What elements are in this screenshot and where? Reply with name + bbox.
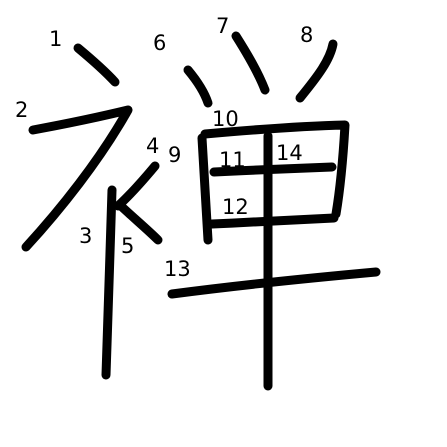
stroke-5 bbox=[117, 202, 163, 245]
stroke-8 bbox=[295, 39, 338, 103]
stroke-number-7: 7 bbox=[216, 14, 229, 38]
stroke-6 bbox=[183, 65, 213, 108]
stroke-number-11: 11 bbox=[219, 148, 246, 172]
stroke-number-3: 3 bbox=[79, 224, 92, 248]
stroke-4 bbox=[113, 161, 160, 211]
stroke-number-13: 13 bbox=[164, 257, 191, 281]
stroke-1 bbox=[73, 43, 120, 87]
stroke-number-8: 8 bbox=[300, 23, 313, 47]
stroke-11 bbox=[209, 162, 337, 177]
stroke-12 bbox=[207, 213, 339, 229]
stroke-3 bbox=[101, 185, 117, 380]
stroke-10 bbox=[200, 120, 350, 219]
stroke-number-1: 1 bbox=[49, 27, 62, 51]
stroke-9 bbox=[197, 133, 213, 245]
stroke-7 bbox=[231, 31, 270, 95]
stroke-2 bbox=[21, 105, 133, 252]
stroke-number-4: 4 bbox=[146, 134, 159, 158]
stroke-number-14: 14 bbox=[276, 141, 303, 165]
stroke-number-10: 10 bbox=[212, 107, 239, 131]
stroke-number-6: 6 bbox=[153, 31, 166, 55]
stroke-number-12: 12 bbox=[222, 195, 249, 219]
stroke-13 bbox=[167, 267, 381, 299]
stroke-number-9: 9 bbox=[168, 143, 181, 167]
stroke-number-5: 5 bbox=[121, 234, 134, 258]
stroke-number-2: 2 bbox=[15, 98, 28, 122]
